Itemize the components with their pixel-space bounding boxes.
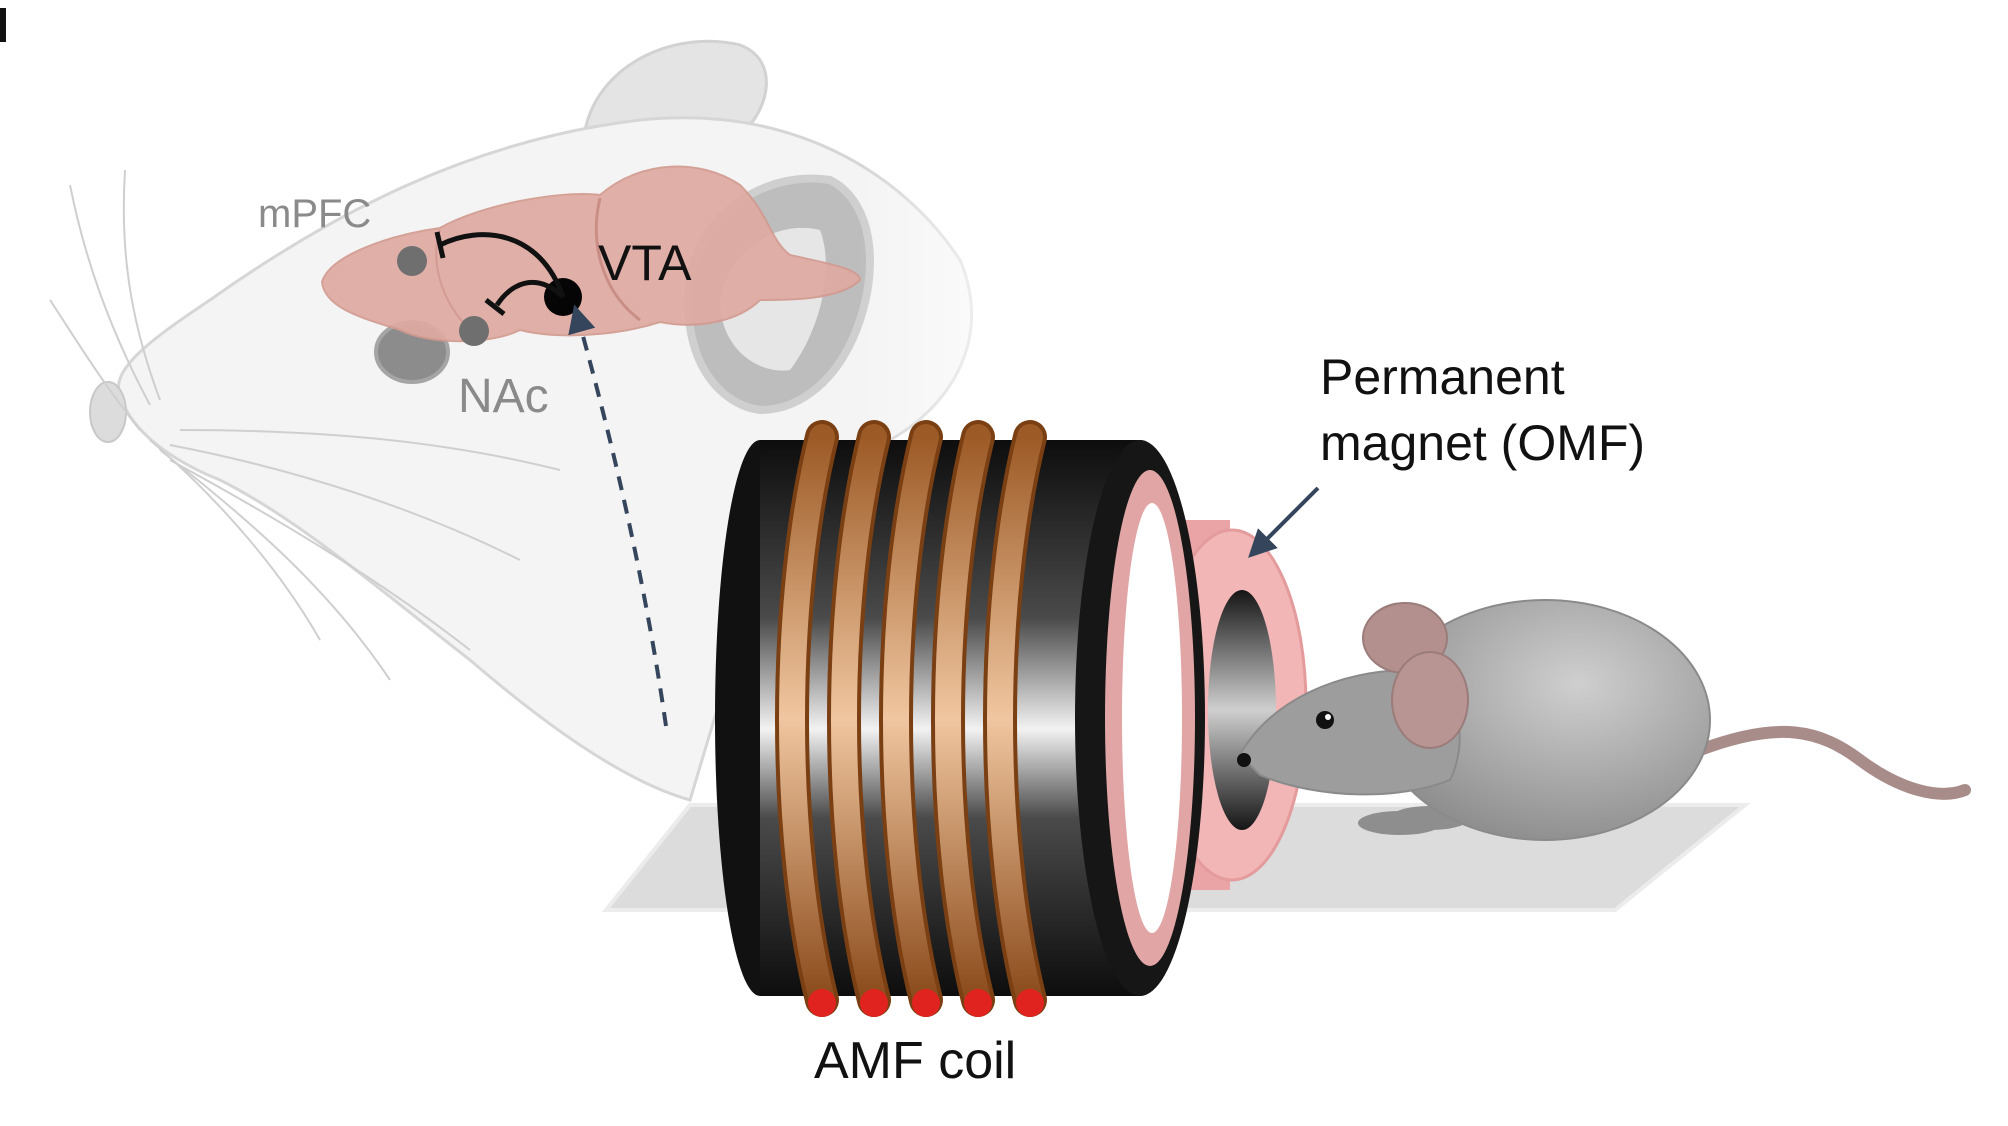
amf-coil	[715, 420, 1205, 1017]
vta-to-mpfc-axon	[438, 232, 566, 298]
neuron-circuit	[397, 231, 582, 346]
magnet-hole	[1208, 590, 1276, 830]
mouse-ear-front	[1391, 651, 1469, 749]
label-amf-coil: AMF coil	[814, 1032, 1016, 1090]
magnet-pointer-arrow	[1248, 486, 1320, 558]
mouse-eye	[1316, 711, 1334, 729]
panel-letter-mark	[0, 8, 6, 42]
label-vta: VTA	[598, 235, 692, 291]
mouse-illustration	[1237, 599, 1971, 841]
mpfc-neuron	[397, 246, 427, 276]
brain-shape	[320, 165, 862, 343]
wire-ends	[808, 989, 1044, 1017]
vta-to-nac-axon	[494, 279, 565, 307]
rat-nose	[89, 381, 127, 443]
nac-neuron	[459, 316, 489, 346]
mouse-tail	[1694, 725, 1971, 800]
label-magnet-line2: magnet (OMF)	[1320, 415, 1645, 471]
label-magnet-line1: Permanent	[1320, 349, 1565, 405]
rat-whiskers	[49, 169, 561, 681]
label-nac: NAc	[458, 370, 549, 423]
mouse-nose	[1237, 753, 1251, 767]
label-mpfc: mPFC	[258, 192, 371, 236]
stimulation-arrow	[568, 304, 668, 727]
copper-windings	[775, 420, 1047, 1017]
